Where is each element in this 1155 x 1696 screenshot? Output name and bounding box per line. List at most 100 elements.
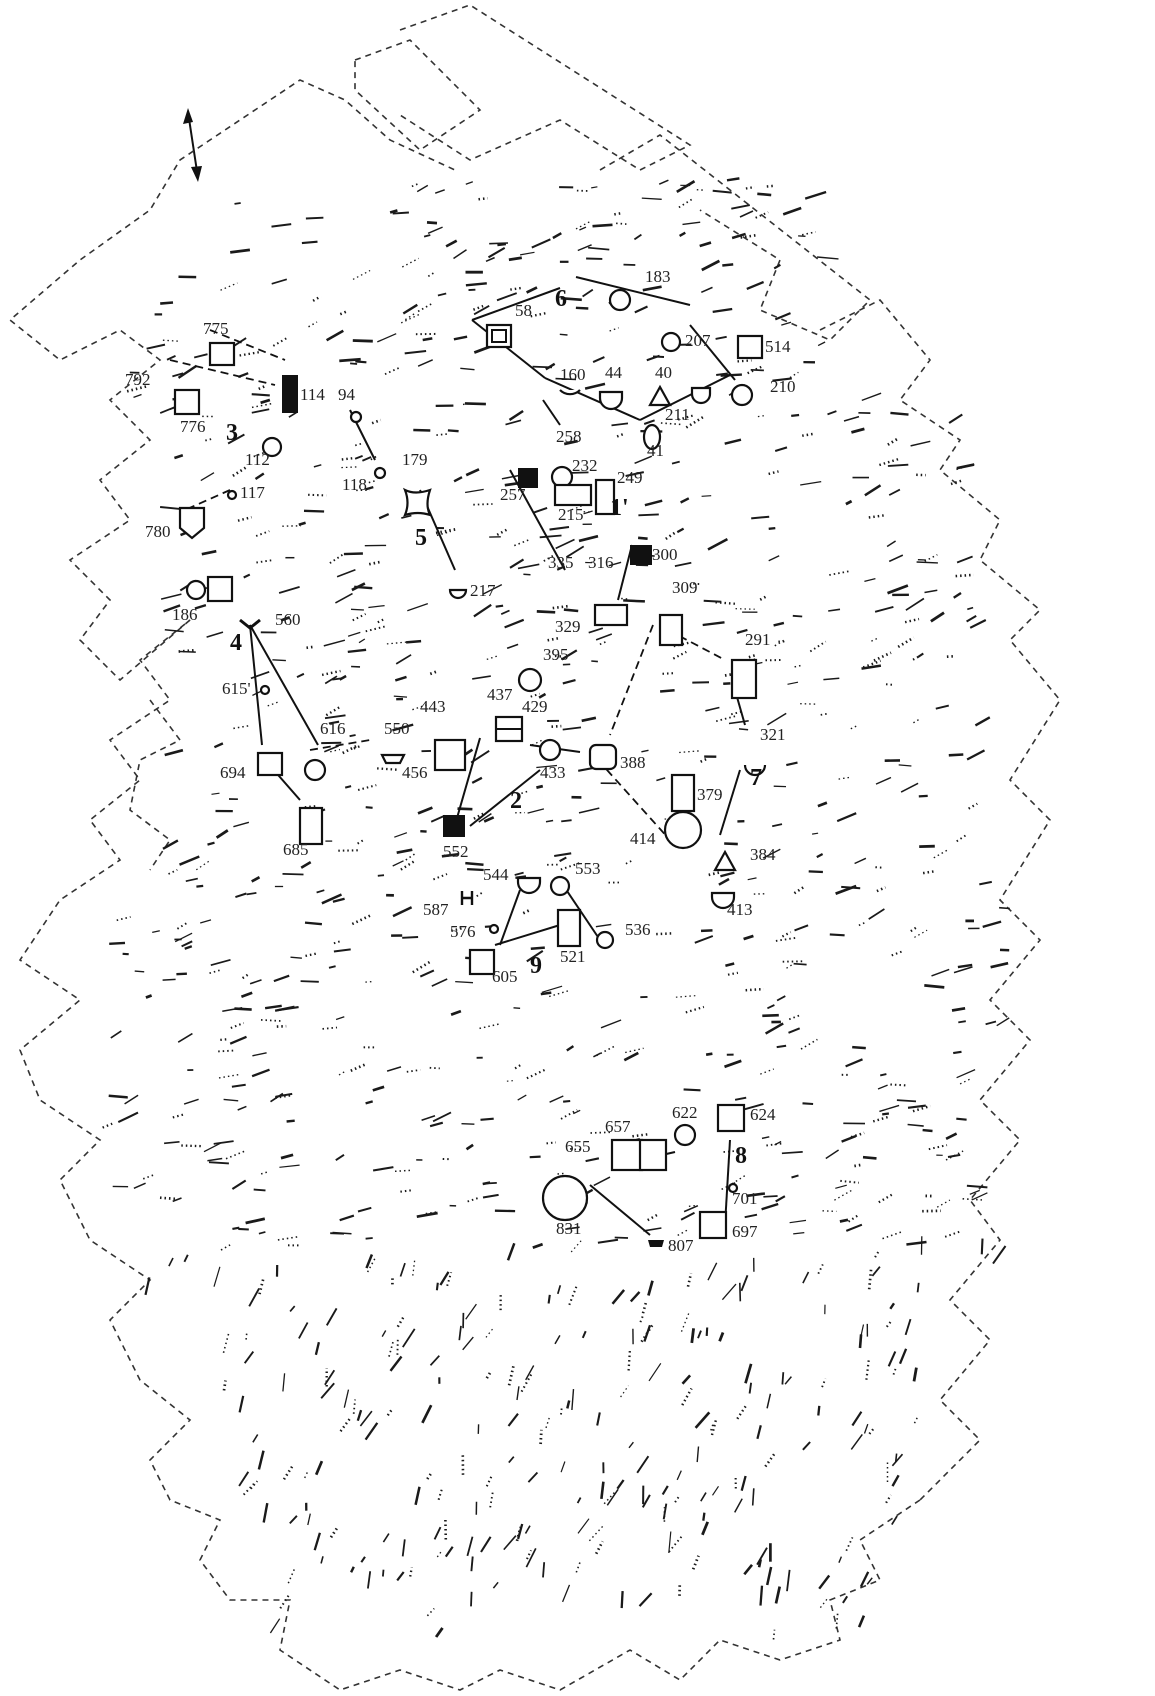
bone-fragment (437, 1283, 438, 1290)
bone-fragment (751, 370, 764, 371)
bone-fragment (702, 261, 720, 270)
bone-fragment (109, 1096, 128, 1098)
bone-fragment (526, 1366, 534, 1380)
bone-fragment (401, 516, 411, 519)
bone-fragment (489, 248, 505, 257)
bone-fragment (735, 1098, 746, 1100)
bone-fragment (135, 971, 145, 972)
label-576: 576 (450, 922, 476, 941)
bone-fragment (238, 517, 252, 521)
bone-fragment (851, 1434, 862, 1449)
bone-fragment (866, 1360, 868, 1380)
bone-fragment (967, 750, 984, 759)
bone-fragment (753, 1488, 754, 1505)
bone-fragment (561, 1462, 565, 1473)
bone-fragment (251, 672, 269, 679)
artifact-831-circle (543, 1176, 587, 1220)
bone-fragment (576, 308, 588, 309)
label-217: 217 (470, 581, 496, 600)
bone-fragment (219, 1074, 240, 1078)
bone-fragment (769, 556, 780, 561)
bone-fragment (514, 1008, 521, 1009)
bone-fragment (837, 813, 856, 821)
bone-fragment (594, 1177, 610, 1185)
bone-fragment (982, 1239, 983, 1255)
artifact-544-bowl (518, 878, 540, 893)
bone-fragment (757, 1425, 760, 1439)
bone-fragment (473, 504, 492, 505)
bone-fragment (952, 1008, 965, 1010)
bone-fragment (354, 1400, 355, 1414)
bone-fragment (748, 878, 757, 880)
bone-fragment (889, 490, 900, 496)
bone-fragment (578, 1519, 589, 1534)
bone-fragment (556, 540, 575, 549)
bone-fragment (253, 1435, 258, 1443)
bone-fragment (436, 1628, 442, 1637)
artifact-550-bowl (382, 755, 404, 763)
bone-fragment (398, 1315, 405, 1326)
bone-fragment (497, 244, 506, 245)
bone-fragment (843, 1596, 847, 1603)
bone-fragment (167, 356, 176, 360)
artifact-300-square (630, 545, 652, 565)
label-701: 701 (732, 1189, 758, 1208)
bone-fragment (355, 443, 363, 445)
bone-fragment (883, 1231, 904, 1238)
bone-fragment (247, 893, 257, 895)
bone-fragment (490, 1492, 493, 1507)
label-429: 429 (522, 697, 548, 716)
bone-fragment (775, 447, 787, 451)
bone-fragment (692, 1328, 694, 1343)
bone-fragment (705, 708, 719, 711)
bone-fragment (256, 531, 269, 536)
label-437: 437 (487, 685, 513, 704)
label-183: 183 (645, 267, 671, 286)
bone-fragment (536, 786, 542, 788)
bone-fragment (879, 459, 899, 465)
bone-fragment (642, 198, 662, 199)
bone-fragment (906, 1319, 911, 1335)
bone-fragment (333, 899, 345, 902)
bone-fragment (329, 966, 336, 968)
bone-fragment (283, 1373, 285, 1391)
bone-fragment (431, 816, 444, 822)
bone-fragment (509, 258, 522, 260)
bone-fragment (306, 953, 319, 956)
bone-fragment (163, 340, 180, 341)
bone-fragment (423, 338, 433, 340)
bone-fragment (436, 434, 449, 435)
bone-fragment (875, 607, 893, 612)
bone-fragment (369, 480, 378, 482)
bone-fragment (160, 303, 173, 304)
bone-fragment (316, 1461, 322, 1475)
bone-fragment (152, 931, 160, 933)
bone-fragment (675, 1497, 679, 1503)
bone-fragment (688, 1273, 691, 1286)
bone-fragment (297, 674, 304, 677)
bone-fragment (709, 872, 721, 875)
bone-fragment (273, 338, 287, 346)
bone-fragment (471, 1592, 472, 1607)
bone-fragment (339, 1071, 345, 1075)
bone-fragment (532, 740, 542, 745)
artifact-697-square (700, 1212, 726, 1238)
bone-fragment (700, 243, 711, 246)
label-456: 456 (402, 763, 428, 782)
bone-fragment (706, 1054, 712, 1055)
label-697: 697 (732, 1222, 758, 1241)
bone-fragment (762, 1015, 779, 1016)
bone-fragment (451, 1011, 461, 1015)
bone-fragment (644, 1325, 650, 1341)
bone-fragment (217, 830, 228, 837)
bone-fragment (337, 570, 355, 577)
bone-fragment (802, 232, 816, 235)
bone-fragment (184, 1255, 187, 1262)
bone-fragment (234, 1009, 251, 1010)
bone-fragment (214, 743, 223, 747)
bone-fragment (677, 529, 683, 533)
bone-fragment (207, 632, 223, 637)
bone-fragment (460, 368, 474, 369)
artifact-211-bell (650, 387, 670, 405)
bone-fragment (787, 965, 793, 969)
